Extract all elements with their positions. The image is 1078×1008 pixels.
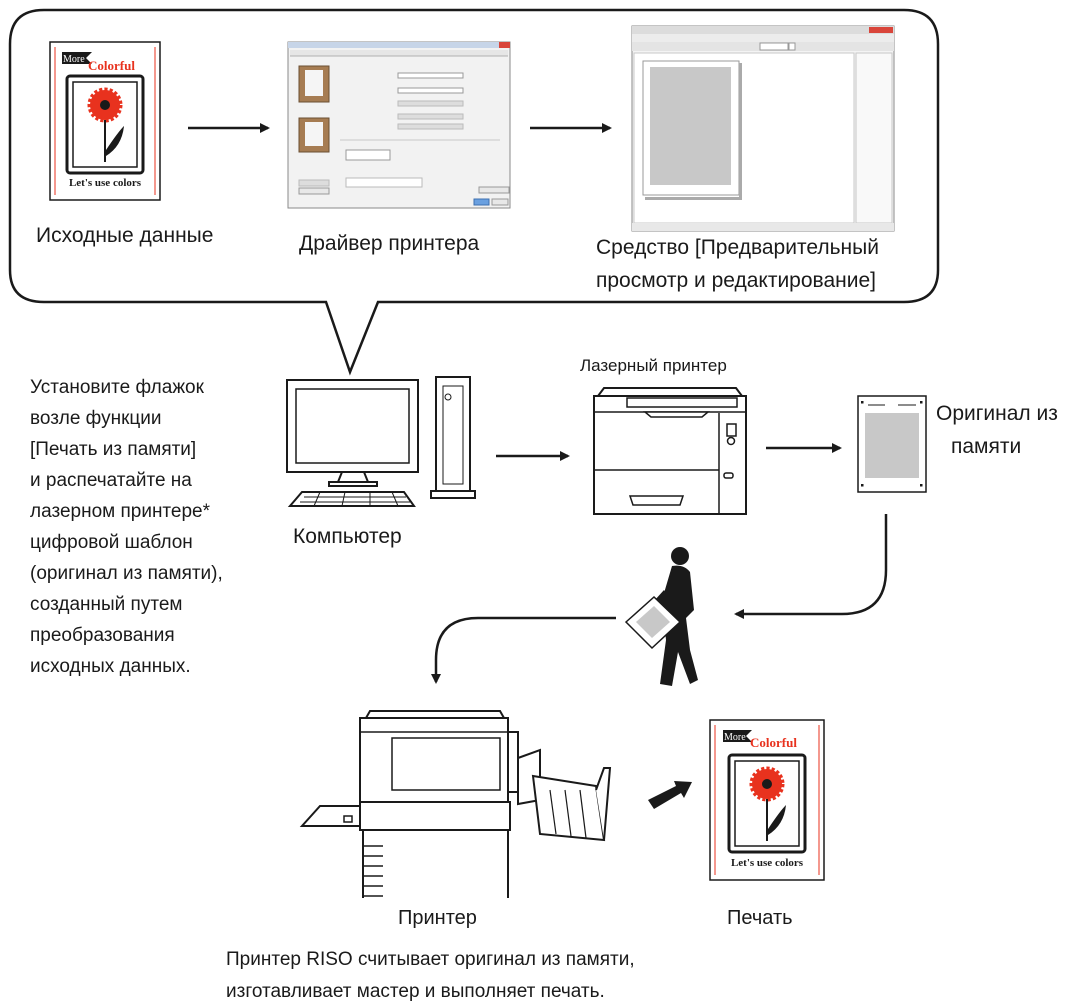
- memory-original-label-line2: памяти: [951, 435, 1022, 458]
- instructions-line: исходных данных.: [30, 656, 191, 677]
- instructions-line: лазерном принтере*: [30, 501, 211, 522]
- bottom-caption: Принтер RISO считывает оригинал из памят…: [226, 944, 635, 1008]
- bottom-caption-line2: изготавливает мастер и выполняет печать.: [226, 981, 605, 1002]
- instructions-line: созданный путем: [30, 594, 183, 615]
- riso-printer-label: Принтер: [398, 907, 477, 929]
- instructions-line: Установите флажок: [30, 377, 204, 398]
- print-slogan: Let's use colors: [731, 857, 804, 869]
- printer-driver-label: Драйвер принтера: [299, 232, 480, 255]
- computer-illustration: [286, 376, 476, 507]
- print-flower-icon: [749, 766, 786, 841]
- laser-printer-label: Лазерный принтер: [580, 356, 727, 375]
- printer-driver-screenshot: [287, 41, 511, 209]
- instructions-text: Установите флажок возле функции [Печать …: [30, 372, 223, 682]
- print-more-text: More: [724, 732, 746, 743]
- preview-tool-screenshot: [631, 25, 895, 232]
- poster-slogan: Let's use colors: [69, 177, 142, 189]
- arrow-to-person: [734, 514, 888, 619]
- source-data-label: Исходные данные: [36, 224, 214, 247]
- preview-tool-label-line1: Средство [Предварительный: [596, 236, 879, 259]
- arrow-to-print: [648, 781, 692, 809]
- memory-original-image: [857, 395, 927, 493]
- print-colorful-text: Colorful: [750, 735, 797, 750]
- instructions-line: возле функции: [30, 408, 162, 429]
- instructions-line: преобразования: [30, 625, 175, 646]
- instructions-line: (оригинал из памяти),: [30, 563, 223, 584]
- carried-sheet-icon: [624, 595, 682, 650]
- flower-icon: [87, 87, 124, 162]
- poster-more-text: More: [63, 54, 85, 65]
- bottom-caption-line1: Принтер RISO считывает оригинал из памят…: [226, 949, 635, 970]
- print-label: Печать: [727, 907, 793, 929]
- poster-colorful-text: Colorful: [88, 58, 135, 73]
- arrow-to-riso-printer: [431, 616, 616, 684]
- riso-printer-illustration: [299, 710, 612, 898]
- preview-tool-label-line2: просмотр и редактирование]: [596, 269, 876, 292]
- instructions-line: цифровой шаблон: [30, 532, 193, 553]
- memory-original-label-line1: Оригинал из: [936, 402, 1058, 425]
- laser-printer-illustration: [593, 387, 747, 515]
- source-poster-image: More Colorful Let's use colors: [49, 41, 161, 201]
- instructions-line: [Печать из памяти]: [30, 439, 197, 460]
- printed-output-image: More Colorful Let's use colors: [709, 719, 825, 881]
- computer-label: Компьютер: [293, 525, 402, 548]
- instructions-line: и распечатайте на: [30, 470, 192, 491]
